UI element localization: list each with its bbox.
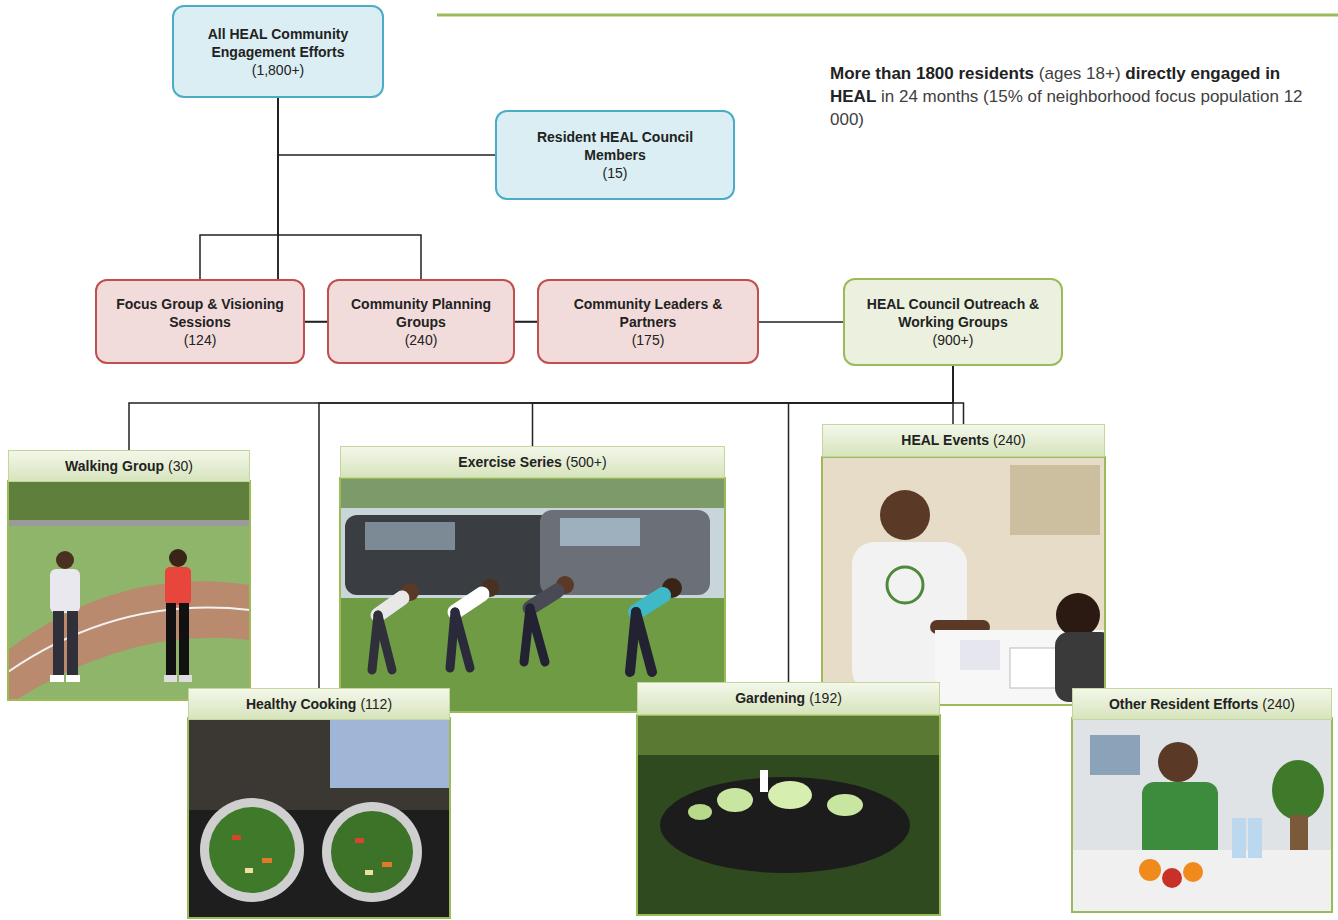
box-heading: Gardening (735, 690, 805, 706)
box-count: (240) (993, 432, 1026, 448)
box-count: (500+) (566, 454, 607, 470)
category-box: Community Planning Groups(240) (327, 279, 515, 364)
box-heading: Community Planning Groups (339, 295, 503, 331)
box-count: (192) (809, 690, 842, 706)
category-box: Focus Group & Visioning Sessions(124) (95, 279, 305, 364)
walking-photo (8, 481, 250, 700)
category-box: Resident HEAL Council Members(15) (495, 110, 735, 200)
box-count: (112) (360, 696, 392, 712)
box-count: (1,800+) (252, 61, 305, 79)
box-count: (15) (603, 164, 628, 182)
activity-label: Walking Group(30) (8, 450, 250, 482)
box-count: (900+) (933, 331, 974, 349)
tree-connector (200, 98, 278, 279)
gardening-photo (637, 715, 940, 915)
tree-connector (953, 366, 964, 424)
category-box: All HEAL Community Engagement Efforts(1,… (172, 5, 384, 98)
resident-photo (1072, 718, 1332, 912)
note-text: in 24 months (15% of neighborhood focus … (830, 87, 1303, 129)
box-heading: Resident HEAL Council Members (507, 128, 723, 164)
tree-connector (278, 98, 495, 155)
box-count: (240) (405, 331, 438, 349)
header-rule (437, 14, 1338, 17)
box-heading: Community Leaders & Partners (549, 295, 747, 331)
tree-connector (278, 98, 421, 279)
note-text: More than 1800 residents (830, 64, 1034, 83)
note-text: (ages 18+) (1039, 64, 1121, 83)
box-count: (124) (184, 331, 217, 349)
box-count: (30) (168, 458, 193, 474)
box-heading: HEAL Events (901, 432, 989, 448)
activity-label: HEAL Events(240) (822, 424, 1105, 457)
category-box: HEAL Council Outreach & Working Groups(9… (843, 278, 1063, 366)
category-box: Community Leaders & Partners(175) (537, 279, 759, 364)
box-heading: All HEAL Community Engagement Efforts (184, 25, 372, 61)
activity-label: Healthy Cooking(112) (188, 688, 450, 720)
box-count: (240) (1262, 696, 1295, 712)
cooking-photo (188, 718, 450, 918)
box-heading: Exercise Series (458, 454, 562, 470)
box-heading: Healthy Cooking (246, 696, 356, 712)
box-heading: HEAL Council Outreach & Working Groups (855, 295, 1051, 331)
activity-label: Gardening(192) (637, 682, 940, 715)
activity-label: Exercise Series(500+) (340, 446, 725, 478)
events-photo (822, 457, 1105, 705)
box-heading: Walking Group (65, 458, 164, 474)
activity-label: Other Resident Efforts(240) (1072, 688, 1332, 720)
box-count: (175) (632, 331, 665, 349)
summary-note: More than 1800 residents(ages 18+)direct… (830, 62, 1310, 131)
box-heading: Other Resident Efforts (1109, 696, 1258, 712)
exercise-photo (340, 478, 725, 712)
box-heading: Focus Group & Visioning Sessions (107, 295, 293, 331)
